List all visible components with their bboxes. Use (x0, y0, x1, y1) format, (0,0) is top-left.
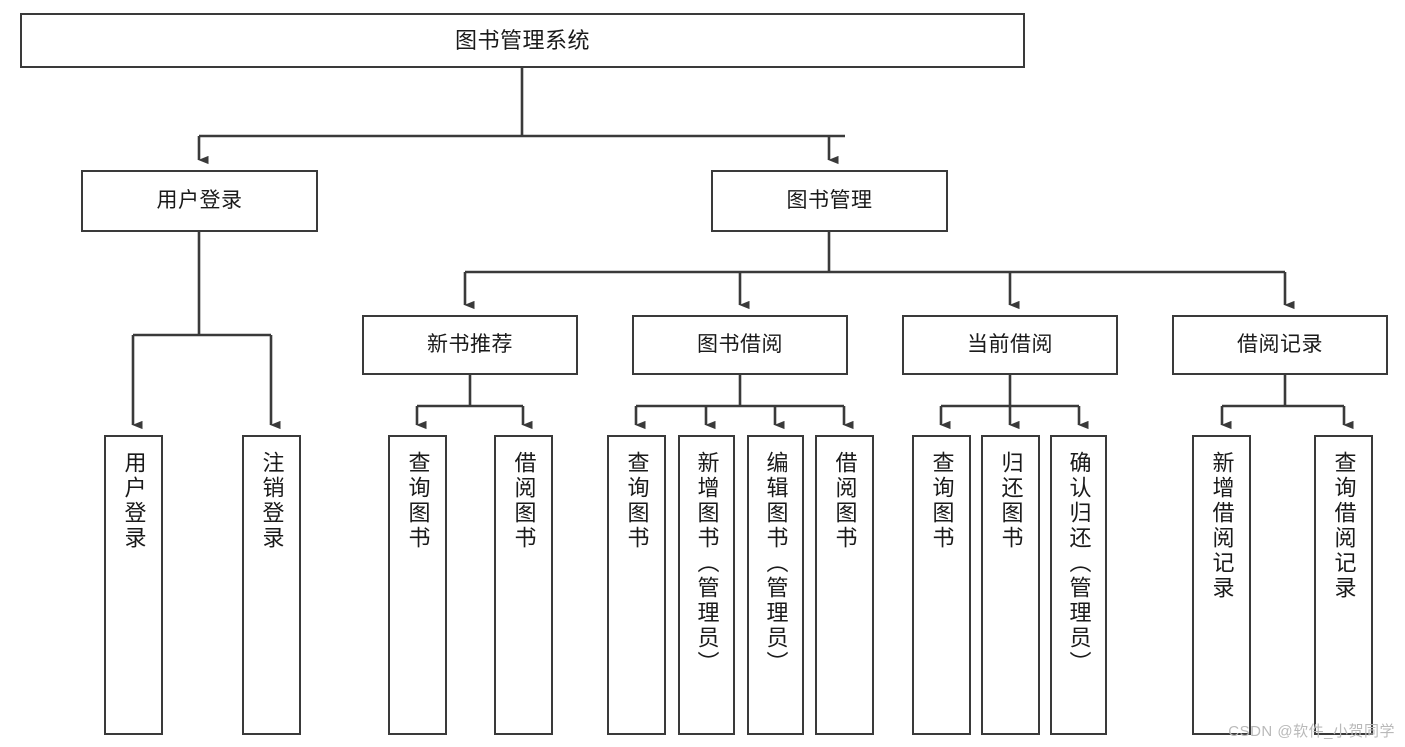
node-label: 查询图书 (624, 451, 650, 551)
node-label: 用户登录 (156, 188, 243, 212)
node-label: 新增借阅记录 (1209, 451, 1235, 601)
node-leaf-add-borrow-record[interactable]: 新增借阅记录 (1192, 435, 1251, 735)
node-leaf-query-book-new[interactable]: 查询图书 (388, 435, 447, 735)
node-user-login[interactable]: 用户登录 (81, 170, 318, 232)
node-book-borrowing[interactable]: 图书借阅 (632, 315, 848, 375)
node-label: 图书管理 (786, 188, 873, 212)
node-leaf-query-book-borrow[interactable]: 查询图书 (607, 435, 666, 735)
node-label: 查询图书 (929, 451, 955, 551)
node-borrowing-record[interactable]: 借阅记录 (1172, 315, 1388, 375)
node-book-management-system[interactable]: 图书管理系统 (20, 13, 1025, 68)
node-label: 图书管理系统 (454, 27, 590, 53)
node-label: 借阅记录 (1237, 332, 1323, 356)
node-label: 确认归还（管理员） (1066, 451, 1092, 676)
node-leaf-return-book[interactable]: 归还图书 (981, 435, 1040, 735)
node-label: 编辑图书（管理员） (763, 451, 789, 676)
node-leaf-edit-book-admin[interactable]: 编辑图书（管理员） (747, 435, 804, 735)
node-leaf-query-book-current[interactable]: 查询图书 (912, 435, 971, 735)
node-label: 查询图书 (405, 451, 431, 551)
node-leaf-confirm-return-admin[interactable]: 确认归还（管理员） (1050, 435, 1107, 735)
node-leaf-borrow-book-new[interactable]: 借阅图书 (494, 435, 553, 735)
node-label: 注销登录 (259, 451, 285, 551)
node-new-book-recommendation[interactable]: 新书推荐 (362, 315, 578, 375)
node-label: 归还图书 (998, 451, 1024, 551)
node-label: 用户登录 (121, 451, 147, 551)
node-label: 查询借阅记录 (1331, 451, 1357, 601)
node-label: 新书推荐 (427, 332, 513, 356)
node-leaf-lend-book[interactable]: 借阅图书 (815, 435, 874, 735)
node-leaf-query-borrow-record[interactable]: 查询借阅记录 (1314, 435, 1373, 735)
node-leaf-add-book-admin[interactable]: 新增图书（管理员） (678, 435, 735, 735)
node-book-management[interactable]: 图书管理 (711, 170, 948, 232)
node-label: 借阅图书 (511, 451, 537, 551)
node-label: 新增图书（管理员） (694, 451, 720, 676)
node-leaf-logout[interactable]: 注销登录 (242, 435, 301, 735)
node-current-borrowing[interactable]: 当前借阅 (902, 315, 1118, 375)
node-label: 当前借阅 (967, 332, 1053, 356)
node-label: 图书借阅 (697, 332, 783, 356)
node-label: 借阅图书 (832, 451, 858, 551)
node-leaf-user-login[interactable]: 用户登录 (104, 435, 163, 735)
csdn-watermark: CSDN @软件_小贺同学 (1228, 723, 1395, 740)
